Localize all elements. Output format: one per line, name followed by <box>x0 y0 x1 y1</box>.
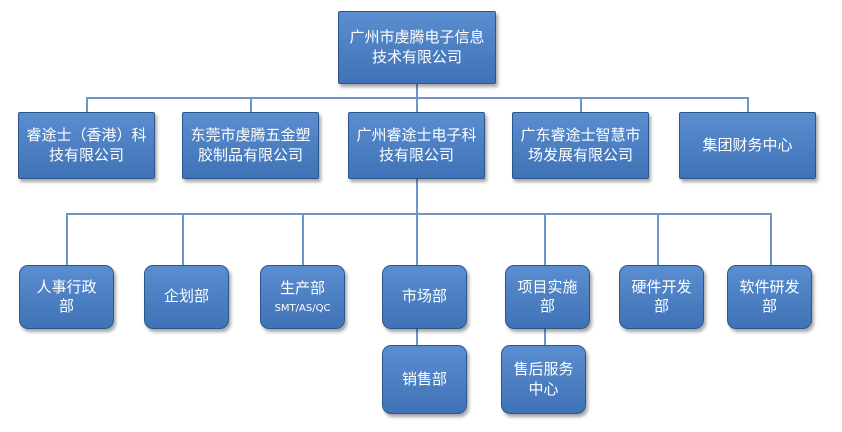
connector-dept-3 <box>302 213 304 265</box>
org-box-dept-project-impl-label: 项目实施部 <box>517 277 578 316</box>
connector-company-3 <box>416 97 418 112</box>
connector-company-5 <box>747 97 749 112</box>
org-box-root: 广州市虔腾电子信息技术有限公司 <box>338 11 496 84</box>
org-box-company-guangdong-label: 广东睿途士智慧市场发展有限公司 <box>520 126 641 164</box>
org-box-after-sales: 售后服务中心 <box>501 345 586 414</box>
connector-sales <box>416 329 418 345</box>
org-box-sales: 销售部 <box>382 345 467 414</box>
org-box-finance-center: 集团财务中心 <box>679 112 816 179</box>
org-box-dept-marketing: 市场部 <box>382 265 467 329</box>
connector-dept-5 <box>544 213 546 265</box>
org-box-dept-marketing-label: 市场部 <box>401 287 447 306</box>
connector-dept-7 <box>770 213 772 265</box>
org-box-company-guangdong: 广东睿途士智慧市场发展有限公司 <box>512 112 649 179</box>
org-box-root-label: 广州市虔腾电子信息技术有限公司 <box>349 28 485 66</box>
connector-dept-4 <box>416 213 418 265</box>
org-box-dept-hardware: 硬件开发部 <box>619 265 704 329</box>
org-box-dept-software: 软件研发部 <box>727 265 812 329</box>
org-box-dept-planning: 企划部 <box>144 265 229 329</box>
org-box-company-hk: 睿途士（香港）科技有限公司 <box>18 112 155 179</box>
org-box-company-dongguan-label: 东莞市虔腾五金塑胶制品有限公司 <box>190 126 311 164</box>
org-box-finance-center-label: 集团财务中心 <box>702 135 793 154</box>
connector-company-2 <box>250 97 252 112</box>
connector-dept-1 <box>66 213 68 265</box>
org-box-dept-project-impl: 项目实施部 <box>505 265 590 329</box>
org-box-dept-software-label: 软件研发部 <box>739 277 800 316</box>
org-box-company-guangzhou-label: 广州睿途士电子科技有限公司 <box>356 126 477 164</box>
connector-dept-2 <box>182 213 184 265</box>
connector-aftersales <box>544 329 546 345</box>
org-box-dept-production-sublabel: SMT/AS/QC <box>274 302 331 314</box>
org-box-dept-production-label: 生产部 <box>279 279 325 298</box>
org-box-company-hk-label: 睿途士（香港）科技有限公司 <box>26 126 147 164</box>
org-box-dept-planning-label: 企划部 <box>163 287 209 306</box>
connector-dept-6 <box>657 213 659 265</box>
org-box-company-dongguan: 东莞市虔腾五金塑胶制品有限公司 <box>182 112 319 179</box>
org-box-dept-production: 生产部 SMT/AS/QC <box>260 265 345 329</box>
org-box-sales-label: 销售部 <box>401 369 447 388</box>
org-box-dept-hardware-label: 硬件开发部 <box>631 277 692 316</box>
connector-root-down <box>416 84 418 98</box>
org-box-dept-hr-admin-label: 人事行政部 <box>36 277 97 316</box>
connector-company-4 <box>580 97 582 112</box>
connector-dept-bus <box>66 213 771 215</box>
org-box-after-sales-label: 售后服务中心 <box>513 360 574 398</box>
org-box-dept-hr-admin: 人事行政部 <box>19 265 114 329</box>
connector-mid-down <box>416 179 418 214</box>
connector-company-1 <box>86 97 88 112</box>
org-box-company-guangzhou: 广州睿途士电子科技有限公司 <box>348 112 485 179</box>
